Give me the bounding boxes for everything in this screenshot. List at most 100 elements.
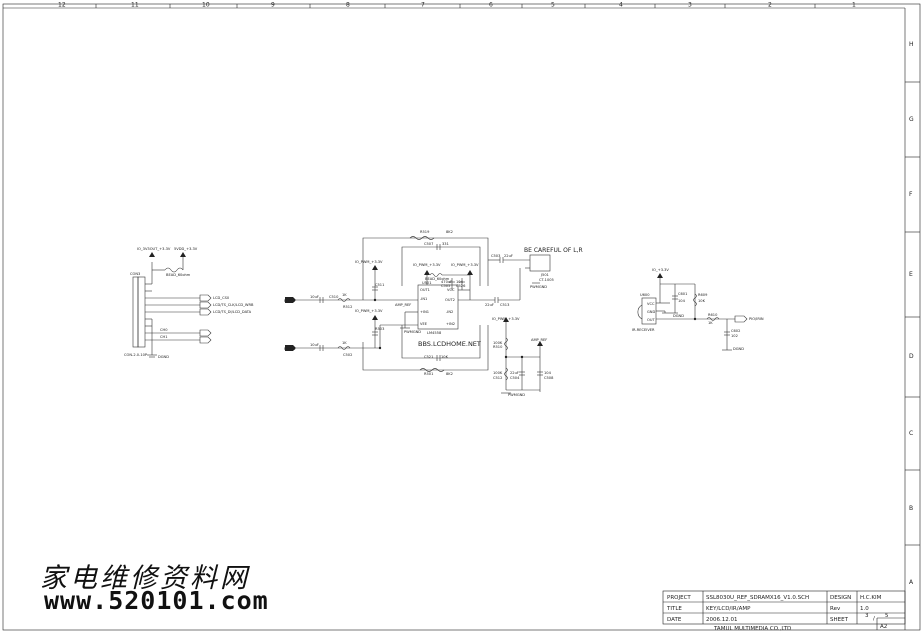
row-label: C: [909, 430, 913, 437]
company-name: TAMUL MULTIMEDIA CO.,LTD: [713, 626, 791, 632]
sheet-size: A2: [880, 624, 887, 630]
ir-part: IR-RECEIVER: [632, 328, 655, 332]
col-label: 4: [619, 2, 623, 9]
sheet-label: SHEET: [830, 617, 849, 623]
connector-ref: CON3: [130, 272, 140, 276]
component-label: 470uF: [441, 280, 452, 284]
component-label: 1K: [708, 321, 713, 325]
ic-pin: OUT1: [420, 288, 430, 292]
component-label: C526: [456, 284, 466, 288]
component-label: 100K: [493, 371, 503, 375]
project-label: PROJECT: [667, 595, 691, 601]
component-label: C521: [424, 355, 433, 359]
project-value: SSL8030U_REF_SDRAMX16_V1.0.SCH: [706, 595, 809, 601]
power-label: IO_PWM_+3.3V: [451, 263, 479, 267]
gnd-label: DGND: [733, 347, 744, 351]
watermark-chinese: 家电维修资料网: [40, 563, 250, 594]
input-label: PWML: [284, 299, 295, 303]
ir-pin: OUT: [647, 318, 655, 322]
col-label: 3: [688, 2, 692, 9]
design-label: DESIGN: [830, 595, 851, 601]
ref-label: AMP_REF: [531, 338, 547, 342]
component-label: 10uF: [310, 295, 319, 299]
component-label: C512: [493, 376, 502, 380]
date-value: 2006.12.01: [706, 617, 738, 623]
component-label: 10K: [441, 355, 449, 359]
ir-section: IO_+3.3V U600 IR-RECEIVER VCC GND OUT PI…: [632, 268, 764, 351]
col-label: 2: [768, 2, 772, 9]
jack-part: CT-1005: [539, 278, 554, 282]
component-label: 104: [456, 280, 464, 284]
amp-watermark: BBS.LCDHOME.NET: [418, 340, 481, 348]
col-label: 5: [551, 2, 555, 9]
component-label: R512: [343, 305, 352, 309]
net-label: PIO/IRIN: [749, 317, 764, 321]
connector-section: IO_3V3OUT_+3.3V 5VDD_+3.3V BEAD_60ohm CO…: [124, 247, 254, 359]
component-label: 104: [678, 299, 686, 303]
net-label: CH1: [160, 335, 168, 339]
power-label: IO_PWM_+3.3V: [355, 260, 383, 264]
row-label: B: [909, 505, 913, 512]
col-label: 6: [489, 2, 493, 9]
power-label: IO_PWM_+3.3V: [492, 317, 520, 321]
gnd-label: DGND: [158, 355, 169, 359]
component-label: 104: [544, 371, 552, 375]
component-label: 22uF: [510, 371, 519, 375]
component-label: C508: [544, 376, 554, 380]
ic-pin: +IN1: [420, 310, 429, 314]
component-label: 10K: [698, 299, 706, 303]
component-label: C602: [731, 329, 740, 333]
ic-ref: U501: [422, 281, 432, 285]
component-label: 1K: [342, 341, 347, 345]
ir-ref: U600: [640, 293, 650, 297]
component-label: C510: [329, 295, 339, 299]
ic-pin: OUT2: [445, 298, 455, 302]
component-label: C601: [678, 292, 687, 296]
ic-pin: VCC: [447, 288, 455, 292]
connector-part: CON-2.0-10P: [124, 353, 148, 357]
component-label: 8K2: [446, 230, 453, 234]
col-label: 7: [421, 2, 425, 9]
ref-label: AMP_REF: [395, 303, 411, 307]
power-label: IO_PWM_+3.3V: [413, 263, 441, 267]
rev-label: Rev: [830, 606, 841, 612]
rev-value: 1.0: [860, 606, 869, 612]
col-label: 11: [131, 2, 139, 9]
component-label: C503: [491, 254, 500, 258]
component-label: R610: [708, 313, 718, 317]
component-label: C502: [343, 353, 352, 357]
power-label: IO_+3.3V: [652, 268, 669, 272]
component-label: C504: [510, 376, 520, 380]
ir-pin: VCC: [647, 302, 655, 306]
col-label: 12: [58, 2, 66, 9]
component-label: C507: [424, 242, 433, 246]
gnd-label: PWMGND: [508, 393, 525, 397]
ir-pin: GND: [647, 310, 655, 314]
bead-label: BEAD_60ohm: [166, 273, 191, 277]
component-label: 102: [731, 334, 738, 338]
component-label: C505: [441, 284, 450, 288]
ic-part: LM4558: [427, 331, 442, 335]
ic-pin: -IN2: [446, 310, 453, 314]
component-label: C513: [500, 303, 509, 307]
row-label: E: [909, 271, 913, 278]
component-label: R510: [493, 345, 503, 349]
component-label: 22uF: [485, 303, 494, 307]
row-label: F: [909, 191, 913, 198]
col-label: 10: [202, 2, 210, 9]
col-label: 1: [852, 2, 856, 9]
component-label: 10uF: [310, 343, 319, 347]
net-label: LCD/TS_DI/LCD_DATA: [213, 310, 252, 314]
net-label: LCD_CS0: [213, 296, 230, 300]
gnd-label: DGND: [673, 314, 684, 318]
amp-section: BE CAREFUL OF L,R BBS.LCDHOME.NET U501 L…: [284, 230, 583, 397]
col-label: 8: [346, 2, 350, 9]
row-label: G: [909, 116, 914, 123]
row-label: A: [909, 579, 914, 586]
ic-pin: VEE: [420, 322, 428, 326]
ic-pin: -IN1: [420, 297, 427, 301]
power-label: 5VDD_+3.3V: [174, 247, 198, 251]
component-label: 8K2: [446, 372, 453, 376]
component-label: 100K: [493, 341, 503, 345]
